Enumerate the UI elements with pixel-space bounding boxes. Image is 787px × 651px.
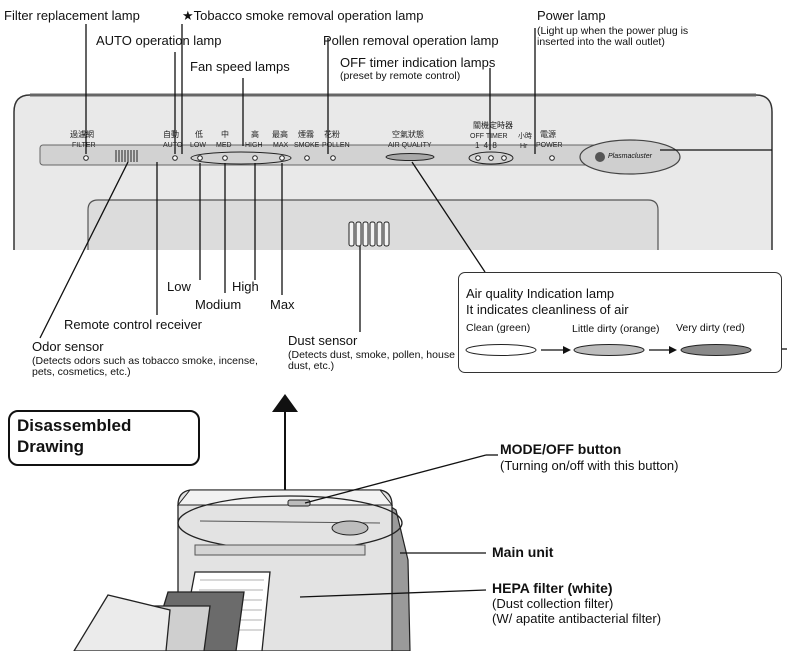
plasmacluster-badge: Plasmacluster [608, 153, 652, 160]
pollen-lamp [330, 155, 336, 161]
panel-hr-jp: 小時 [518, 133, 532, 140]
low-label: Low [167, 279, 191, 294]
air-quality-box: Air quality Indication lamp It indicates… [458, 272, 782, 373]
panel-low: LOW [190, 142, 206, 149]
panel-air-quality: AIR QUALITY [388, 142, 432, 149]
callout-lines [39, 24, 787, 350]
panel-air-quality-jp: 空氣狀態 [392, 130, 424, 139]
timer-1-lamp [475, 155, 481, 161]
panel-auto: AUTO [163, 142, 183, 149]
air-quality-title: Air quality Indication lamp [466, 286, 615, 301]
high-lamp [252, 155, 258, 161]
panel-low-jp: 低 [195, 130, 203, 139]
front-panel-shape [73, 594, 171, 651]
med-lamp [222, 155, 228, 161]
unit-top-face [176, 489, 394, 506]
panel-power: POWER [536, 142, 563, 149]
odor-sensor-label: Odor sensor [32, 339, 104, 354]
dust-sensor-label: Dust sensor [288, 333, 358, 348]
power-lamp-label: Power lamp [537, 8, 606, 23]
little-dirty-label: Little dirty (orange) [572, 323, 660, 335]
panel-smoke-jp: 煙霧 [298, 130, 314, 139]
disassembled-line1: Disassembled [17, 416, 132, 435]
arrow-right-icon [563, 346, 571, 354]
fan-speed-lamps-label: Fan speed lamps [190, 59, 290, 74]
panel-med-jp: 中 [221, 130, 229, 139]
clean-oval [465, 344, 537, 356]
air-quality-scale [465, 344, 752, 356]
fan-speed-group-outline [190, 151, 292, 165]
arrow-right-icon [669, 346, 677, 354]
disassembled-line2: Drawing [17, 437, 85, 456]
panel-hr: Hr [520, 143, 528, 150]
hepa-filter-label: HEPA filter (white) [492, 580, 613, 596]
disassembled-drawing-tag: Disassembled Drawing [8, 410, 200, 466]
off-timer-note: (preset by remote control) [340, 70, 461, 82]
very-dirty-label: Very dirty (red) [676, 322, 745, 334]
medium-label: Modium [195, 297, 242, 312]
panel-filter: FILTER [72, 142, 96, 149]
off-timer-lamps-label: OFF timer indication lamps [340, 55, 496, 70]
smoke-lamp [304, 155, 310, 161]
panel-high: HIGH [245, 142, 263, 149]
panel-off-timer: OFF TIMER [470, 133, 508, 140]
hepa-filter-note2: (W/ apatite antibacterial filter) [492, 611, 662, 626]
unit-badge-shape [331, 520, 369, 536]
panel-pollen-jp: 花粉 [324, 130, 340, 139]
auto-lamp-label: AUTO operation lamp [96, 33, 222, 48]
little-dirty-oval [573, 344, 645, 356]
remote-receiver-label: Remote control receiver [64, 317, 202, 332]
timer-group-outline [468, 151, 514, 165]
auto-lamp [172, 155, 178, 161]
filter-lamp [83, 155, 89, 161]
remote-receiver-window [115, 150, 138, 162]
odor-sensor-note: (Detects odors such as tobacco smoke, in… [32, 355, 258, 379]
panel-pollen: POLLEN [322, 142, 350, 149]
power-lamp-note: (Light up when the power plug is inserte… [537, 25, 689, 49]
power-lamp-dot [549, 155, 555, 161]
panel-auto-jp: 自動 [163, 130, 179, 139]
panel-max: MAX [273, 142, 289, 149]
panel-high-jp: 高 [251, 130, 259, 139]
tobacco-lamp-label: ★Tobacco smoke removal operation lamp [182, 8, 424, 23]
hepa-filter-note1: (Dust collection filter) [492, 596, 614, 611]
air-quality-lamp [385, 153, 435, 161]
air-quality-subtitle: It indicates cleanliness of air [466, 302, 629, 317]
high-label: High [232, 279, 259, 294]
low-lamp [197, 155, 203, 161]
max-lamp [279, 155, 285, 161]
panel-lamps [83, 155, 555, 161]
dust-sensor-slots [348, 221, 390, 247]
mode-off-button-note: (Turning on/off with this button) [500, 458, 679, 473]
panel-timer-jp: 關機定時器 [473, 121, 513, 130]
panel-filter-jp: 過濾網 [70, 130, 94, 139]
very-dirty-oval [680, 344, 752, 356]
mode-off-button-label: MODE/OFF button [500, 441, 622, 457]
clean-label: Clean (green) [466, 322, 531, 334]
plasmacluster-badge-shape [579, 139, 681, 175]
plasmacluster-logo-icon [595, 152, 605, 162]
timer-8-lamp [501, 155, 507, 161]
panel-max-jp: 最高 [272, 130, 288, 139]
disassembled-unit-drawing [73, 454, 498, 651]
mode-off-button-shape [287, 499, 311, 507]
pollen-lamp-label: Pollen removal operation lamp [323, 33, 499, 48]
dust-sensor-note: (Detects dust, smoke, pollen, house dust… [288, 349, 455, 373]
max-label: Max [270, 297, 295, 312]
panel-power-jp: 電源 [540, 130, 556, 139]
panel-med: MED [216, 142, 232, 149]
panel-smoke: SMOKE [294, 142, 320, 149]
main-unit-label: Main unit [492, 544, 554, 560]
arrow-head-icon [272, 394, 298, 412]
timer-4-lamp [488, 155, 494, 161]
panel-timer-values: 1 4 8 [475, 141, 498, 150]
filter-lamp-label: Filter replacement lamp [4, 8, 140, 23]
